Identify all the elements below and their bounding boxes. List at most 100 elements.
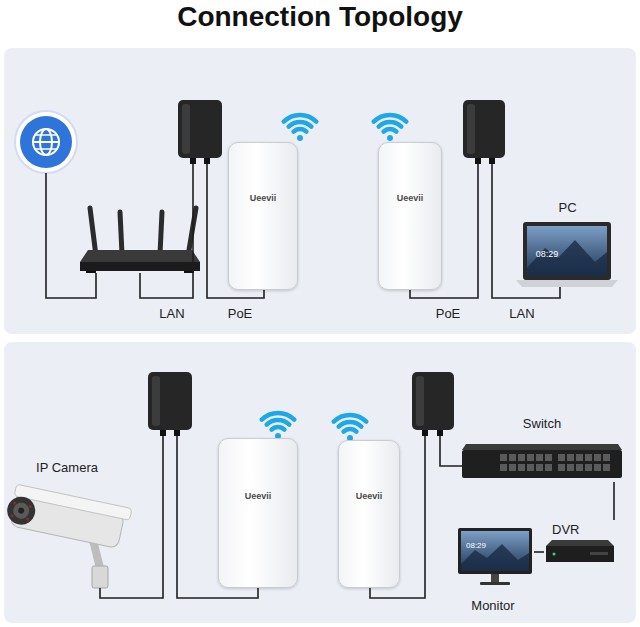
switch-ports (576, 454, 583, 461)
poe-adapter (489, 158, 495, 164)
switch (462, 444, 622, 478)
cable (534, 551, 544, 553)
poe-adapter (174, 430, 180, 436)
switch-ports (585, 464, 592, 471)
device-label: Monitor (471, 598, 514, 614)
switch-ports (518, 464, 525, 471)
poe-adapter (178, 100, 222, 158)
cable (440, 436, 462, 466)
router (90, 208, 196, 256)
brand-logo: Ueevii (250, 193, 277, 204)
poe-adapter (463, 100, 505, 158)
poe-adapter (178, 100, 222, 164)
cable (492, 164, 560, 298)
monitor (480, 582, 510, 585)
wifi-symbol (374, 115, 407, 141)
pc-device: PC (520, 196, 615, 290)
port-label: PoE (436, 306, 461, 321)
device-label: IP Camera (36, 460, 98, 476)
monitor (461, 531, 529, 571)
laptop (523, 222, 611, 280)
cable (613, 482, 615, 520)
switch-ports (527, 454, 534, 461)
ip-camera (28, 505, 32, 509)
cable (46, 173, 96, 298)
globe-icon (20, 116, 72, 168)
screen-clock: 08:29 (536, 249, 559, 260)
switch-device: Switch (458, 412, 626, 482)
poe-adapter (416, 376, 424, 426)
brand-logo: Ueevii (356, 491, 383, 502)
switch (462, 450, 622, 478)
port-label: PoE (228, 306, 253, 321)
globe-icon (15, 111, 77, 173)
poe-adapter (182, 104, 190, 154)
ip-camera (10, 514, 14, 518)
switch-ports (585, 454, 592, 461)
wifi-symbol (297, 135, 303, 141)
camera-device: IP Camera (4, 456, 130, 598)
ip-camera (18, 507, 25, 514)
router (86, 271, 96, 273)
poe-adapter (190, 158, 196, 164)
laptop (516, 280, 618, 287)
wifi-symbol (334, 415, 367, 441)
switch-ports (518, 454, 525, 461)
wireless-bridge: Ueevii (218, 438, 298, 588)
device-label: PC (558, 200, 576, 216)
title: Connection Topology (0, 0, 640, 34)
poe-adapter (412, 372, 454, 436)
switch-ports (603, 464, 610, 471)
switch-ports (509, 464, 516, 471)
cable (100, 436, 163, 598)
switch-ports (567, 454, 574, 461)
router (80, 250, 200, 262)
switch-ports (545, 454, 552, 461)
panel (4, 48, 636, 334)
screen-clock: 08:29 (466, 541, 486, 551)
ip-camera (4, 483, 132, 588)
switch-ports (527, 464, 534, 471)
switch-ports (500, 454, 610, 471)
wireless-bridge: Ueevii (338, 440, 400, 588)
brand-logo: Ueevii (245, 491, 272, 502)
poe-adapter (422, 430, 428, 436)
dvr (590, 552, 608, 555)
globe-icon (33, 141, 59, 143)
device-label: DVR (552, 522, 579, 538)
poe-adapter (437, 430, 443, 436)
switch-ports (558, 464, 565, 471)
dvr-device: DVR (544, 520, 622, 566)
globe-icon (33, 129, 59, 155)
monitor (458, 528, 532, 574)
globe-icon (15, 111, 77, 173)
monitor (458, 528, 532, 585)
poe-adapter (204, 158, 210, 164)
wifi-symbol (262, 413, 295, 439)
switch-ports (576, 464, 583, 471)
switch-ports (536, 454, 543, 461)
port-label: LAN (159, 306, 184, 321)
ip-camera (4, 483, 132, 549)
poe-adapter (475, 158, 481, 164)
ip-camera (26, 517, 30, 521)
poe-adapter (412, 372, 454, 430)
switch-ports (545, 464, 552, 471)
dvr (546, 540, 614, 546)
wifi-symbol (374, 115, 407, 132)
brand-logo: Ueevii (397, 193, 424, 204)
port-label: LAN (509, 306, 534, 321)
wifi-symbol (284, 115, 317, 141)
wireless-bridge: Ueevii (228, 142, 298, 290)
wireless-bridge: Ueevii (378, 142, 442, 290)
router (80, 208, 200, 273)
poe-adapter (160, 430, 166, 436)
panel (4, 342, 636, 623)
dvr (546, 540, 614, 562)
laptop (516, 222, 618, 287)
laptop (527, 240, 607, 276)
switch-ports (594, 454, 601, 461)
wifi-symbol (334, 415, 367, 432)
